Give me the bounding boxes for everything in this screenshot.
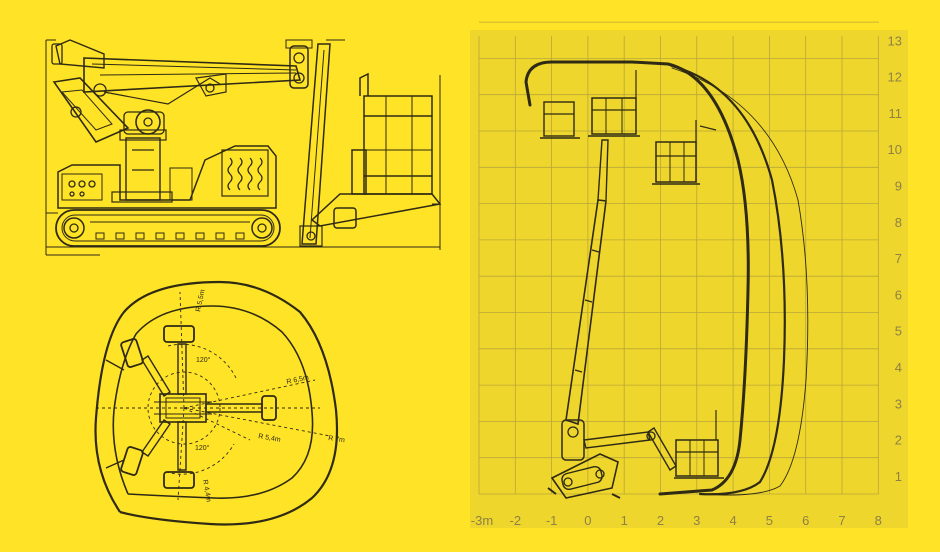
x-tick-label: 1 bbox=[621, 513, 628, 528]
y-tick-label: 6 bbox=[895, 287, 902, 302]
x-tick-label: -2 bbox=[510, 513, 522, 528]
y-tick-label: 13 bbox=[888, 33, 902, 48]
y-tick-label: 5 bbox=[895, 324, 902, 339]
x-tick-label: 2 bbox=[657, 513, 664, 528]
y-tick-label: 4 bbox=[895, 360, 902, 375]
y-tick-label: 2 bbox=[895, 433, 902, 448]
y-tick-label: 1 bbox=[895, 469, 902, 484]
x-tick-label: -1 bbox=[546, 513, 558, 528]
x-axis-tick-labels: -3m -2 -1 0 1 2 3 4 5 6 7 8 bbox=[471, 513, 882, 528]
platform-machine bbox=[540, 70, 724, 499]
grid-panel bbox=[470, 30, 908, 528]
y-tick-label: 3 bbox=[895, 396, 902, 411]
side-elevation-drawing bbox=[45, 39, 442, 256]
radius-label-6-5m: R 6,5m bbox=[286, 374, 310, 386]
working-envelope bbox=[524, 60, 809, 496]
footprint-labels: R 5,5m 120° R 6,5m R 5,4m R 7m 120° R 4,… bbox=[195, 289, 345, 503]
x-tick-label: 4 bbox=[729, 513, 736, 528]
x-tick-label: -3m bbox=[471, 513, 493, 528]
angle-label-top-120: 120° bbox=[196, 356, 211, 364]
grid-lines bbox=[478, 21, 879, 495]
y-tick-label: 8 bbox=[895, 215, 902, 230]
y-tick-label: 11 bbox=[889, 106, 903, 121]
x-tick-label: 5 bbox=[766, 513, 773, 528]
footprint-top-view bbox=[94, 280, 339, 526]
y-tick-label: 12 bbox=[888, 70, 902, 85]
x-tick-label: 8 bbox=[875, 513, 882, 528]
x-tick-label: 6 bbox=[802, 513, 809, 528]
radius-label-4-4m: R 4,4m bbox=[201, 479, 212, 503]
angle-label-bottom-120: 120° bbox=[195, 444, 210, 452]
y-tick-label: 7 bbox=[895, 251, 902, 266]
radius-label-5-5m: R 5,5m bbox=[195, 289, 207, 313]
x-tick-label: 7 bbox=[838, 513, 845, 528]
y-tick-label: 9 bbox=[895, 178, 902, 193]
radius-label-5-4m: R 5,4m bbox=[258, 433, 282, 444]
x-tick-label: 0 bbox=[584, 513, 591, 528]
radius-label-7m: R 7m bbox=[328, 435, 346, 444]
y-tick-label: 10 bbox=[888, 142, 902, 157]
x-tick-label: 3 bbox=[693, 513, 700, 528]
